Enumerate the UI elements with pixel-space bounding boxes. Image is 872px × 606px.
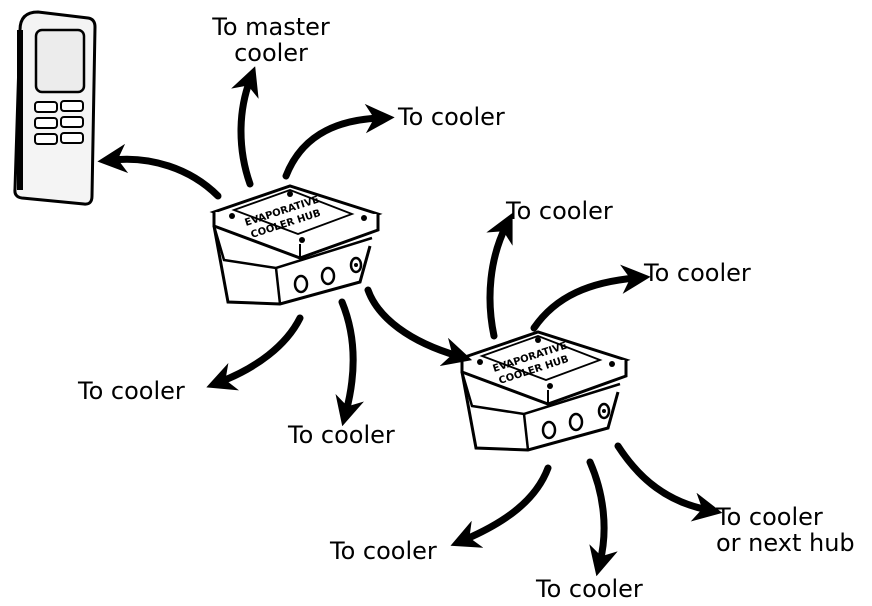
label-hub1-lower-left: To cooler [78,377,185,405]
label-master-cooler: To master cooler [212,13,330,67]
arrow-hub1-to-remote [97,143,222,200]
hub-box-2: EVAPORATIVE COOLER HUB [457,330,631,452]
arrow-hub2-upper-right [530,264,651,332]
label-hub2-lower-mid: To cooler [536,575,643,603]
arrow-hub2-lower-left [450,464,552,548]
arrow-hub2-lower-mid [586,458,618,577]
arrow-hub1-to-master [231,66,259,188]
remote-control-icon [13,10,97,206]
label-hub2-lower-right: To cooler or next hub [716,503,855,557]
arrow-hub1-lower-mid [335,298,364,427]
arrow-hub1-lower-left [206,314,304,391]
label-hub1-lower-mid: To cooler [288,421,395,449]
arrow-hub1-to-hub2 [364,286,473,366]
label-hub2-upper-right: To cooler [644,259,751,287]
arrow-hub2-upper-top [486,212,513,340]
hub-box-1: EVAPORATIVE COOLER HUB [209,184,383,306]
arrow-hub2-lower-right [614,442,723,522]
label-hub1-upper-right: To cooler [398,103,505,131]
label-hub2-lower-left: To cooler [330,537,437,565]
arrow-hub1-upper-right [282,103,395,180]
label-hub2-upper-top: To cooler [506,197,613,225]
